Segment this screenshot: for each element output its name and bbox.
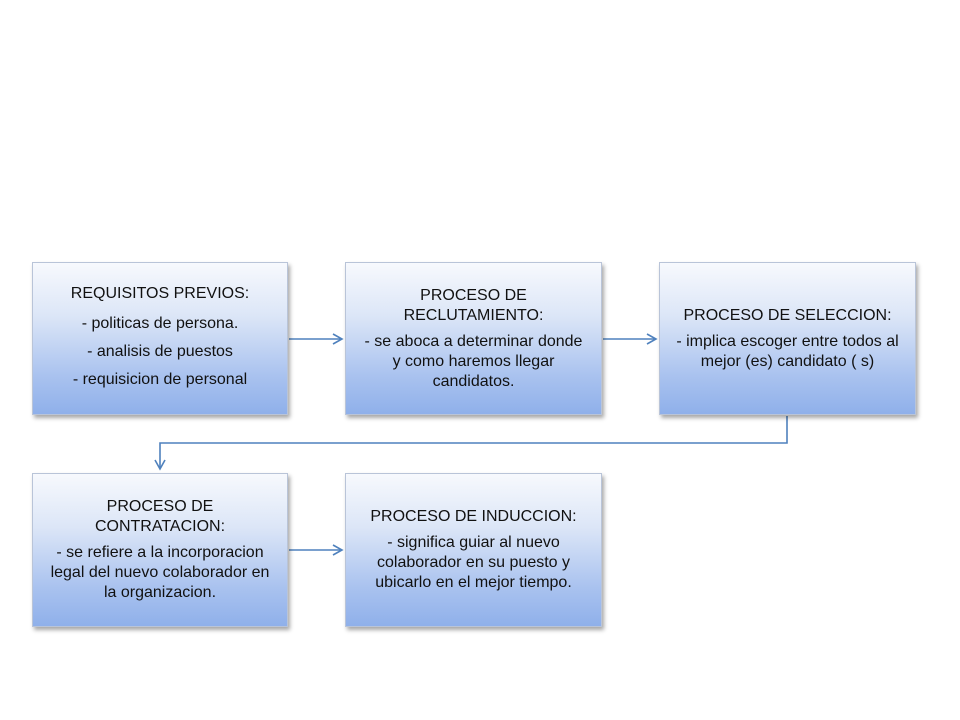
box-line: - se refiere a la incorporacion <box>56 544 264 561</box>
box-item: - analisis de puestos <box>87 342 233 360</box>
box-line: ubicarlo en el mejor tiempo. <box>375 574 572 591</box>
box-requisitos-previos: REQUISITOS PREVIOS: - politicas de perso… <box>32 262 288 415</box>
box-item: - politicas de persona. <box>81 314 239 332</box>
box-title: REQUISITOS PREVIOS: <box>70 284 250 302</box>
box-line: y como haremos llegar <box>392 352 555 370</box>
box-proceso-contratacion: PROCESO DE CONTRATACION: - se refiere a … <box>32 473 288 627</box>
box-line: mejor (es) candidato ( s) <box>700 352 875 370</box>
box-line: candidatos. <box>432 372 515 390</box>
box-line: - implica escoger entre todos al <box>676 332 899 350</box>
box-proceso-reclutamiento: PROCESO DE RECLUTAMIENTO: - se aboca a d… <box>345 262 602 415</box>
box-title: PROCESO DE RECLUTAMIENTO: <box>403 286 544 324</box>
box-proceso-induccion: PROCESO DE INDUCCION: - significa guiar … <box>345 473 602 627</box>
box-line: la organizacion. <box>103 584 217 601</box>
box-line: - se aboca a determinar donde <box>364 332 583 350</box>
arrow-seleccion-to-contratacion <box>154 416 788 471</box>
box-line: colaborador en su puesto y <box>376 554 570 571</box>
box-line: - significa guiar al nuevo <box>387 534 560 551</box>
box-title: PROCESO DE SELECCION: <box>683 306 892 324</box>
box-title: PROCESO DE INDUCCION: <box>370 508 577 525</box>
box-line: legal del nuevo colaborador en <box>50 564 270 581</box>
box-item: - requisicion de personal <box>72 370 248 388</box>
box-proceso-seleccion: PROCESO DE SELECCION: - implica escoger … <box>659 262 916 415</box>
box-title: PROCESO DE CONTRATACION: <box>94 498 226 535</box>
